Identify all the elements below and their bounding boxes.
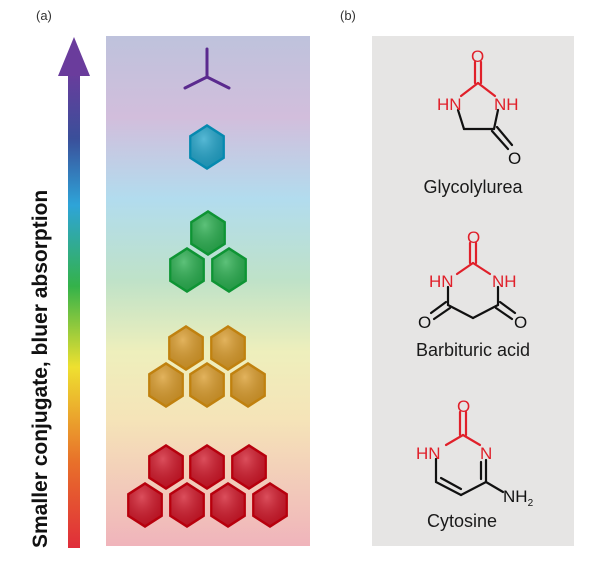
hexagon-highlight — [171, 250, 203, 290]
hexagon-highlight — [233, 447, 265, 487]
hexagon-highlight — [171, 485, 203, 525]
trigonal-carbon-icon — [183, 47, 231, 90]
cyto-hn: HN — [416, 444, 441, 463]
barbituric-acid-structure: O HN NH O O Barbituric acid — [416, 228, 530, 360]
single-ring-icon — [189, 124, 225, 170]
cyto-nh2-base: NH — [503, 487, 528, 506]
hexagon-highlight — [191, 127, 223, 167]
three-ring-cluster-icon — [169, 210, 247, 293]
glyco-oxygen-bottom: O — [508, 149, 521, 168]
cyto-oxygen-top: O — [457, 397, 470, 416]
panel-b-label: (b) — [340, 8, 356, 23]
cyto-nh2: NH2 — [503, 487, 534, 509]
molecule-name-barbituric-acid: Barbituric acid — [416, 340, 530, 360]
glyco-nh: NH — [494, 95, 519, 114]
seven-ring-cluster-icon — [127, 444, 288, 528]
hexagon-highlight — [129, 485, 161, 525]
arrow-head — [58, 37, 90, 76]
hexagon-highlight — [212, 485, 244, 525]
cytosine-structure: O HN N NH2 Cytosine — [416, 397, 534, 531]
cyto-nh2-subscript: 2 — [528, 498, 534, 509]
barb-oxygen-left: O — [418, 313, 431, 332]
axis-label: Smaller conjugate, bluer absorption — [29, 190, 52, 548]
hexagon-highlight — [170, 328, 202, 368]
molecule-name-glycolylurea: Glycolylurea — [423, 177, 523, 197]
glyco-hn: HN — [437, 95, 462, 114]
hexagon-highlight — [213, 250, 245, 290]
hexagon-highlight — [212, 328, 244, 368]
hexagon-highlight — [150, 365, 182, 405]
molecules-panel — [372, 36, 574, 546]
barb-nh: NH — [492, 272, 517, 291]
hexagon-highlight — [254, 485, 286, 525]
hexagon-highlight — [191, 447, 223, 487]
hexagon-highlight — [150, 447, 182, 487]
five-ring-cluster-icon — [148, 325, 266, 408]
conjugation-structures — [127, 47, 288, 528]
cyto-n: N — [480, 444, 492, 463]
hexagon-highlight — [232, 365, 264, 405]
glyco-oxygen-top: O — [471, 47, 484, 66]
absorption-arrow — [58, 37, 90, 548]
barb-oxygen-top: O — [467, 228, 480, 247]
hexagon-highlight — [191, 365, 223, 405]
hexagon-highlight — [192, 213, 224, 253]
molecule-name-cytosine: Cytosine — [427, 511, 497, 531]
arrow-shaft — [68, 72, 80, 548]
glycolylurea-structure: O HN NH O Glycolylurea — [423, 47, 523, 197]
barb-oxygen-right: O — [514, 313, 527, 332]
panel-a-label: (a) — [36, 8, 52, 23]
barb-hn: HN — [429, 272, 454, 291]
